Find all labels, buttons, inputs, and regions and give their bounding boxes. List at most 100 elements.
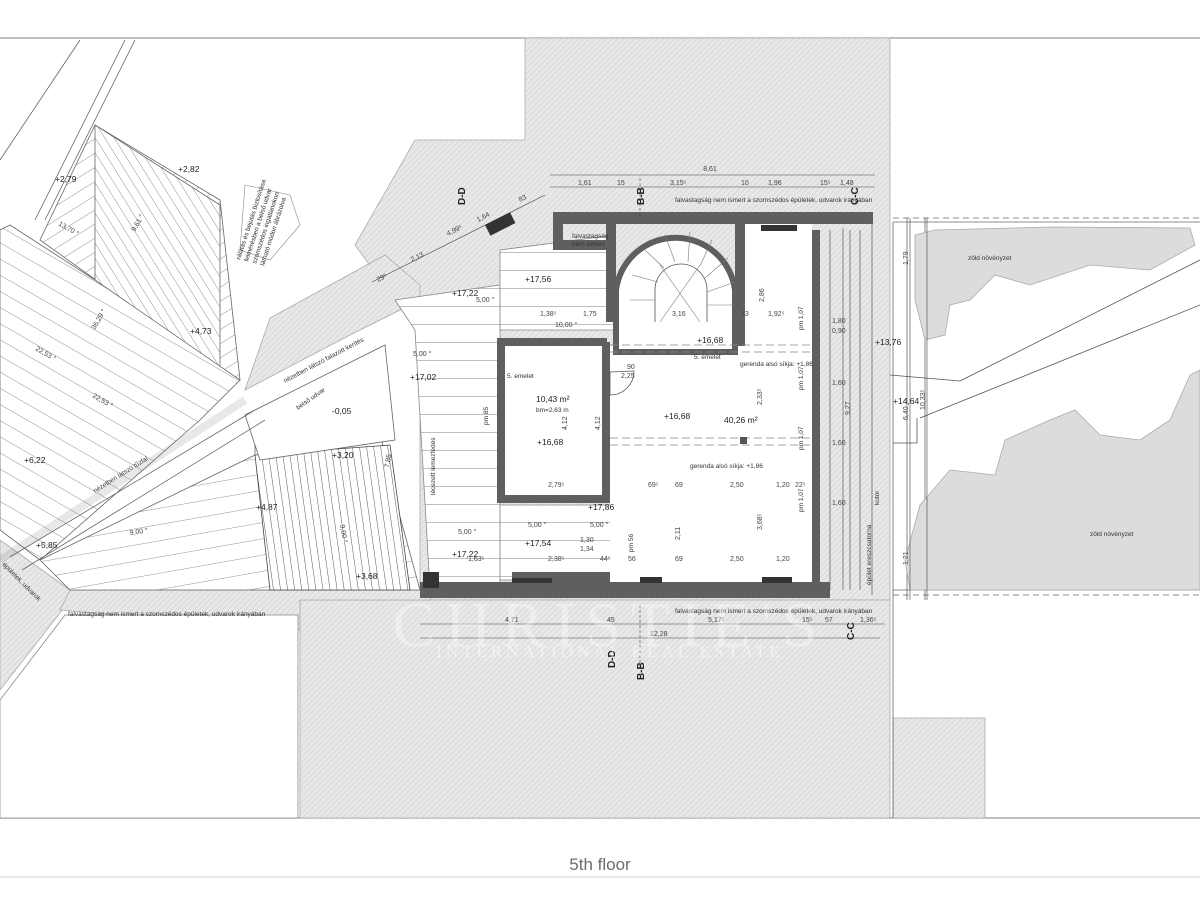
level-4-73: +4,73	[190, 326, 212, 336]
dim-diag-5: 29⁵	[376, 273, 389, 284]
dim-top-total: 8,61	[703, 166, 717, 173]
dim-inner-13: 13	[741, 311, 749, 318]
slope-5-00-b: 5,00 °	[413, 350, 432, 358]
note-wall-box-2: nem ismert	[572, 241, 604, 248]
dim-window-row-5: 1,60	[832, 500, 846, 507]
dim-top-4: 10	[741, 180, 749, 187]
dim-inner-286: 2,86	[759, 288, 766, 302]
level-3-68: +3,68	[356, 571, 378, 581]
slope-10-00: 10,00 °	[555, 321, 577, 329]
level-13-76: +13,76	[875, 337, 902, 347]
spiral-staircase	[613, 231, 738, 355]
level-14-64: +14,64	[893, 396, 920, 406]
slope-9-00-a: 9,00 °	[129, 526, 149, 537]
level-17-56: +17,56	[525, 274, 552, 284]
level-17-86: +17,86	[588, 502, 615, 512]
dim-bottom-5: 57	[825, 617, 833, 624]
section-dd-top: D-D	[457, 187, 468, 205]
dim-window-row-4: 1,60	[832, 440, 846, 447]
level-2-79: +2,79	[55, 174, 77, 184]
level-17-22-bottom: +17,22	[452, 549, 479, 559]
opening-pm107-2: pm 1,07	[798, 366, 805, 390]
dim-inner-238: 2,38⁵	[548, 556, 565, 563]
dim-inner-44: 44⁵	[600, 556, 611, 563]
dim-window-row-1: 1,80	[832, 318, 846, 325]
dim-inner-130: 1,30	[580, 537, 594, 544]
level-6-22: +6,22	[24, 455, 46, 465]
dim-inner-134: 1,34	[580, 546, 594, 553]
note-wall-box-1: falvastagság	[572, 233, 609, 240]
dim-bottom-total: 12,28	[650, 631, 668, 638]
slope-5-00-c: 5,00 °	[458, 528, 477, 536]
dim-top-2: 15	[617, 180, 625, 187]
level-5-85: +5,85	[36, 540, 58, 550]
note-greenery-2: zöld növényzet	[1090, 531, 1134, 538]
terrace-area	[394, 234, 616, 591]
section-cc-bottom: C-C	[846, 622, 857, 640]
dim-window-row-2: 0,90	[832, 328, 846, 335]
dim-inner-22: 22⁵	[795, 482, 806, 489]
opening-pm107-1: pm 1,07	[798, 306, 805, 330]
note-beam-2: gerenda alsó síkja: +1,86	[690, 463, 763, 470]
dim-bottom-1: 4,71	[505, 617, 519, 624]
dim-top-3: 3,15⁵	[670, 180, 687, 187]
dim-bottom-3: 5,17⁵	[708, 617, 725, 624]
section-cc-top: C-C	[850, 187, 861, 205]
greenery-top	[914, 226, 1196, 341]
dim-top-6: 15⁵	[820, 180, 831, 187]
section-bb-top: B-B	[636, 187, 647, 205]
slope-5-00-a: 5,00 °	[476, 296, 495, 304]
opening-pm85: pm 85	[483, 407, 490, 425]
dim-inner-192: 1,92⁵	[768, 311, 785, 318]
opening-pm56: pm 56	[628, 534, 635, 552]
room-2-floor-level: +16,68	[664, 411, 691, 421]
note-metal-roof: lécezett lemezfedés	[430, 437, 437, 495]
dim-inner-279: 2,79⁵	[548, 482, 565, 489]
level-4-87: +4,87	[256, 502, 278, 512]
slope-9-00-b: 9,00 °	[338, 524, 349, 544]
dim-top-7: 1,48	[840, 180, 854, 187]
room-1-level-label: 5. emelet	[507, 373, 534, 380]
stair-landing-level: +16,68	[697, 335, 724, 345]
note-gutter: kutor	[874, 490, 881, 505]
dim-window-row-3: 1,60	[832, 380, 846, 387]
dim-right-179: 1,79	[903, 251, 910, 265]
beam-lines	[610, 344, 812, 446]
note-wall-unknown-bottom: falvastagság nem ismert a szomszédos épü…	[675, 608, 873, 615]
opening-pm107-3: pm 1,07	[798, 426, 805, 450]
dim-bottom-4: 15⁵	[802, 617, 813, 624]
level-17-22-top: +17,22	[452, 288, 479, 298]
apartment-interior	[610, 346, 812, 582]
left-courtyard	[0, 614, 299, 819]
dim-inner-412b: 4,12	[595, 416, 602, 430]
room-2-area: 40,26 m²	[724, 415, 758, 425]
dim-right-1033: 10,33⁵	[920, 389, 927, 410]
skylights	[423, 212, 797, 588]
floor-caption: 5th floor	[569, 855, 631, 874]
room-1-floor-level: +16,68	[537, 437, 564, 447]
dim-inner-368: 3,68⁵	[757, 513, 764, 530]
door-swing	[609, 370, 635, 396]
level-17-02: +17,02	[410, 372, 437, 382]
dim-inner-175: 1,75	[583, 311, 597, 318]
note-wall-unknown-top: falvastagság nem ismert a szomszédos épü…	[675, 197, 873, 204]
dim-inner-69b: 69	[675, 482, 683, 489]
note-building-edge: épület ereszcsatorna	[866, 524, 873, 585]
dim-right-vertical: 9,27	[845, 401, 852, 415]
dim-inner-225: 2,25	[621, 373, 635, 380]
greenery-bottom	[904, 369, 1200, 591]
level-2-82: +2,82	[178, 164, 200, 174]
dim-inner-785: 7,85	[384, 454, 393, 469]
note-wall-unknown-left: falvastagság nem ismert a szomszédos épü…	[68, 611, 266, 618]
dim-inner-90: 90	[627, 364, 635, 371]
dim-top-5: 1,96	[768, 180, 782, 187]
dim-inner-69a: 69⁵	[648, 482, 659, 489]
room-2-level-label: 5. emelet	[694, 354, 721, 361]
dim-inner-250b: 2,50	[730, 556, 744, 563]
dim-right-640: 6,40	[903, 406, 910, 420]
dim-diag-3: 83	[518, 194, 528, 204]
section-bb-bottom: B-B	[636, 662, 647, 680]
slope-5-00-d: 5,00 °	[528, 521, 547, 529]
dim-inner-163: 1,63⁵	[468, 556, 485, 563]
